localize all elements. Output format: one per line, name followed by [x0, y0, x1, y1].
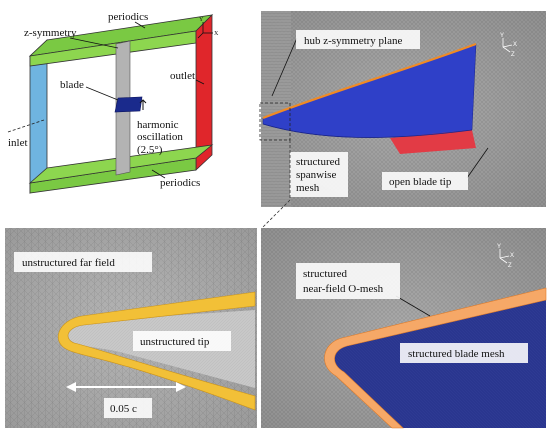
outlet-face — [195, 14, 213, 171]
mesh-top-panel: Y X Z hub z-symmetry plane structured sp… — [259, 11, 546, 207]
label-oscillation-1: harmonic — [137, 119, 179, 131]
mesh-top-axis-y: Y — [500, 33, 504, 39]
hub-leader — [271, 37, 298, 97]
oscillation-arrow — [139, 99, 147, 110]
zoom-selection-box — [259, 102, 291, 141]
label-omesh-1: structured — [303, 268, 347, 280]
label-z-symmetry: z-symmetry — [24, 27, 77, 39]
label-unstructured-tip: unstructured tip — [140, 336, 210, 348]
blade-leading-edge — [262, 42, 477, 120]
label-inlet: inlet — [8, 137, 28, 149]
hub-label-box — [296, 30, 420, 49]
blade-lower-edge — [262, 123, 473, 138]
label-spanwise-1: structured — [296, 156, 340, 168]
detail-right-axis-y: Y — [497, 244, 501, 250]
label-omesh-2: near-field O-mesh — [303, 283, 384, 295]
blade-leader — [85, 86, 119, 101]
detail-left-panel: unstructured far field unstructured tip … — [5, 228, 257, 428]
omesh-leader — [395, 295, 431, 317]
scale-label-box — [104, 398, 152, 418]
mesh-top-axis-triad: Y X Z — [500, 33, 517, 58]
label-outlet: outlet — [170, 70, 195, 82]
tip-label-box — [382, 172, 468, 190]
detail-right-axis-x: X — [510, 253, 514, 259]
label-open-tip: open blade tip — [389, 176, 452, 188]
periodics-top-leader — [134, 21, 146, 29]
label-far-field: unstructured far field — [22, 257, 115, 269]
outlet-leader — [195, 79, 205, 85]
overview-axis-triad: Y X — [197, 17, 219, 39]
omesh-edge — [324, 287, 547, 429]
blade-shape — [114, 96, 143, 113]
detail-right-axis-z: Z — [508, 263, 512, 269]
label-oscillation-3: (2.5°) — [137, 144, 163, 156]
scale-bar — [66, 382, 186, 392]
label-blade: blade — [60, 79, 84, 91]
blade-mesh-label-box — [400, 343, 528, 363]
tip-leader — [466, 147, 489, 179]
label-oscillation-2: oscillation — [137, 131, 183, 143]
detail-right-axis-triad: Y X Z — [497, 244, 514, 269]
overview-axis-x: X — [214, 31, 219, 37]
label-periodics-bottom: periodics — [160, 177, 200, 189]
tip-unstruct-label-box — [133, 331, 231, 351]
mesh-top-axis-z: Z — [511, 52, 515, 58]
periodics-bottom-leader — [151, 169, 166, 179]
label-hub-plane: hub z-symmetry plane — [304, 35, 402, 47]
label-spanwise-2: spanwise — [296, 169, 336, 181]
spanwise-label-box — [290, 152, 348, 197]
label-scale: 0.05 c — [110, 403, 137, 415]
inlet-axis — [7, 119, 45, 133]
structured-band — [57, 291, 256, 411]
z-symmetry-leader — [69, 37, 119, 49]
label-blade-mesh: structured blade mesh — [408, 348, 505, 360]
far-field-label-box — [14, 252, 152, 272]
label-periodics-top: periodics — [108, 11, 148, 23]
overview-axis-y: Y — [199, 17, 204, 23]
detail-right-panel: Y X Z structured near-field O-mesh struc… — [261, 228, 547, 429]
label-spanwise-3: mesh — [296, 182, 320, 194]
mesh-top-axis-x: X — [513, 42, 517, 48]
overview-panel: Y X periodics z-symmetry blade outlet in… — [7, 11, 219, 194]
omesh-label-box — [296, 263, 400, 299]
zoom-connector-2 — [261, 199, 291, 229]
